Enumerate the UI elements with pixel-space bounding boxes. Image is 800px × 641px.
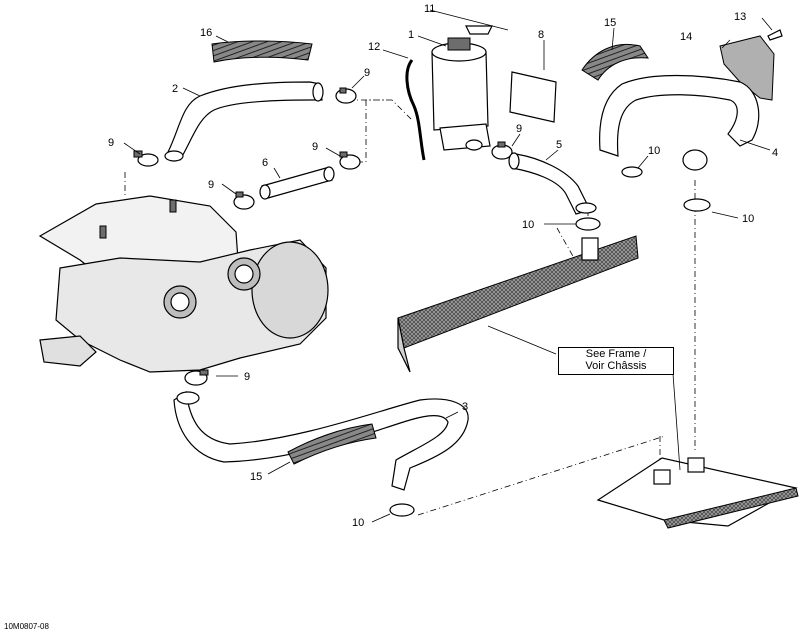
pad-8 xyxy=(509,71,557,123)
ring-10-d xyxy=(389,503,415,517)
heat-exchanger xyxy=(397,235,639,373)
molded-hose-2 xyxy=(167,81,323,161)
ring-10-b xyxy=(575,217,601,231)
callout-4: 4 xyxy=(772,147,778,159)
callout-5: 5 xyxy=(556,139,562,151)
callout-9-f: 9 xyxy=(244,371,250,383)
reference-line-2: Voir Châssis xyxy=(585,360,647,372)
callout-10-d: 10 xyxy=(352,517,364,529)
clamp-9-d xyxy=(233,191,255,210)
callout-10-b: 10 xyxy=(522,219,534,231)
engine-assembly xyxy=(38,195,329,373)
clamp-9-b xyxy=(133,150,159,167)
corrugated-hose-16 xyxy=(211,40,313,63)
reservoir-1 xyxy=(431,37,491,151)
screw-13 xyxy=(767,29,783,41)
callout-9-d: 9 xyxy=(208,179,214,191)
callout-1: 1 xyxy=(408,29,414,41)
corrugated-hose-15-top xyxy=(581,44,649,81)
callout-8: 8 xyxy=(538,29,544,41)
callouts: 11 1 12 8 15 13 14 16 2 9 9 9 9 6 9 5 10… xyxy=(108,3,778,529)
clamp-9-f xyxy=(184,369,209,386)
clamp-group xyxy=(133,87,513,386)
hose-6 xyxy=(261,167,333,199)
leader-lines xyxy=(123,9,773,523)
clamp-9-a xyxy=(335,87,357,104)
callout-16: 16 xyxy=(200,27,212,39)
callout-9-e: 9 xyxy=(516,123,522,135)
callout-2: 2 xyxy=(172,83,178,95)
corrugated-hose-15-bottom xyxy=(287,423,377,465)
callout-3: 3 xyxy=(462,401,468,413)
cap-11 xyxy=(465,25,493,35)
tunnel-plate xyxy=(596,457,799,529)
clamp-9-c xyxy=(339,151,361,170)
callout-9-b: 9 xyxy=(108,137,114,149)
callout-13: 13 xyxy=(734,11,746,23)
callout-11: 11 xyxy=(424,3,435,15)
ring-10-c xyxy=(683,198,711,212)
image-code: 10M0807-08 xyxy=(4,622,49,631)
bracket-14 xyxy=(719,35,775,101)
callout-12: 12 xyxy=(368,41,380,53)
callout-14: 14 xyxy=(680,31,692,43)
callout-15-bottom: 15 xyxy=(250,471,262,483)
callout-10-a: 10 xyxy=(648,145,660,157)
ring-group xyxy=(389,166,711,517)
callout-9-c: 9 xyxy=(312,141,318,153)
reference-line-1: See Frame / xyxy=(585,348,647,360)
callout-6: 6 xyxy=(262,157,268,169)
molded-hose-4 xyxy=(599,74,760,157)
clamp-9-e xyxy=(491,141,513,160)
callout-15-top: 15 xyxy=(604,17,616,29)
see-frame-reference: See Frame / Voir Châssis xyxy=(558,347,674,375)
callout-9-a: 9 xyxy=(364,67,370,79)
tube-12 xyxy=(405,59,426,161)
ring-10-a xyxy=(621,166,643,178)
callout-10-c: 10 xyxy=(742,213,754,225)
